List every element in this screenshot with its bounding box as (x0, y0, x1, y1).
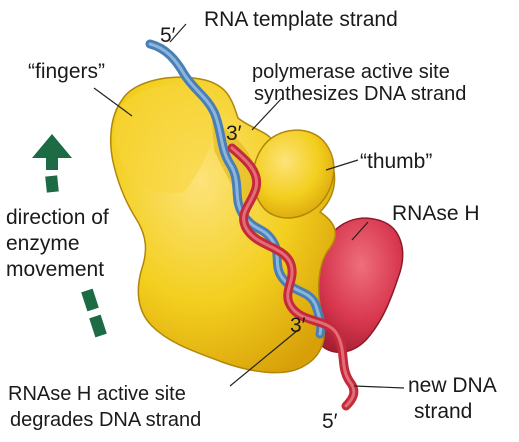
active-site-label-line1: polymerase active site (252, 61, 450, 83)
rna-template-label: RNA template strand (204, 8, 398, 31)
direction-label-line3: movement (6, 258, 104, 281)
rnase-site-label-line2: degrades DNA strand (10, 409, 201, 431)
fingers-domain (114, 84, 220, 194)
leader-lines (93, 23, 405, 389)
active-site-label-line2: synthesizes DNA strand (254, 83, 466, 105)
three-prime-bottom-label: 3′ (290, 314, 306, 337)
new-dna-strand-highlight (230, 146, 356, 408)
direction-label-line2: enzyme (6, 232, 80, 255)
rnase-h-label: RNAse H (392, 202, 480, 225)
direction-arrow (32, 134, 107, 338)
direction-label-line1: direction of (6, 206, 109, 229)
new-dna-label-line1: new DNA (408, 374, 497, 397)
five-prime-top-label: 5′ (160, 24, 176, 47)
five-prime-bottom-label: 5′ (322, 410, 338, 433)
rnase-site-label-line1: RNAse H active site (8, 383, 186, 405)
new-dna-label-line2: strand (414, 400, 472, 423)
thumb-label: “thumb” (360, 150, 432, 173)
fingers-label: “fingers” (28, 60, 105, 83)
three-prime-top-label: 3′ (226, 122, 242, 145)
